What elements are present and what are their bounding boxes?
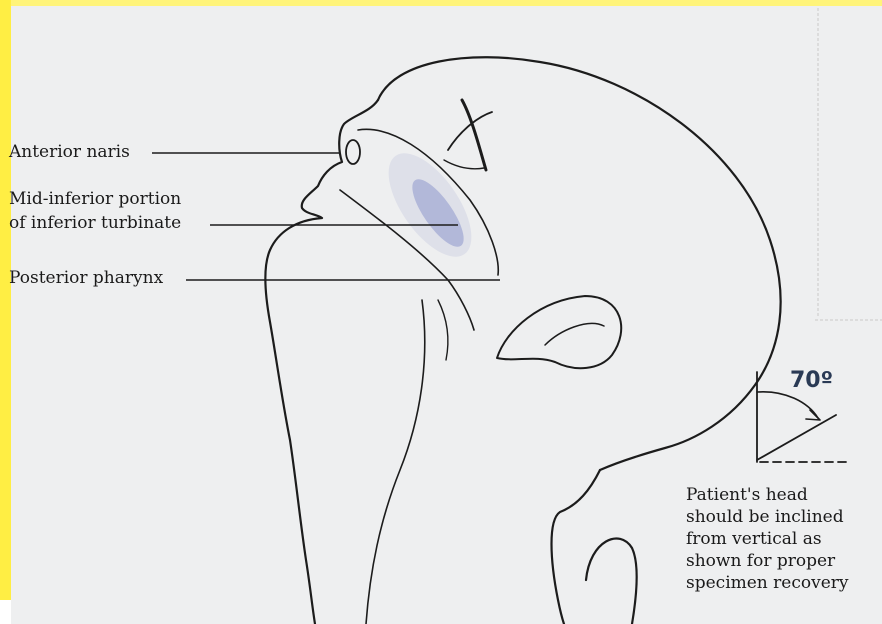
caption-line: Patient's head xyxy=(686,484,882,506)
nostril-outline xyxy=(346,140,360,164)
neck-back xyxy=(552,470,601,624)
eye-lid xyxy=(444,160,484,169)
head-outline xyxy=(378,57,781,470)
ear-inner xyxy=(545,323,604,345)
face-profile xyxy=(265,100,378,624)
eyebrow xyxy=(462,100,486,170)
label-posterior-pharynx: Posterior pharynx xyxy=(9,268,163,288)
caption-line: from vertical as xyxy=(686,528,882,550)
label-mid-inferior-line1: Mid-inferior portion xyxy=(9,189,181,209)
shoulder-shape xyxy=(586,538,637,624)
label-anterior-naris: Anterior naris xyxy=(9,142,130,162)
angle-arc xyxy=(757,392,818,418)
angle-label: 70º xyxy=(790,368,833,393)
caption-line: should be inclined xyxy=(686,506,882,528)
turbinate-halo xyxy=(373,140,488,270)
label-mid-inferior-line2: of inferior turbinate xyxy=(9,213,181,233)
caption-line: specimen recovery xyxy=(686,572,882,594)
instruction-caption: Patient's head should be inclined from v… xyxy=(686,484,882,594)
ear-outline xyxy=(497,296,621,368)
neck-front-inner xyxy=(366,300,425,624)
angle-inclined-line xyxy=(757,415,836,460)
pharynx-wall xyxy=(438,300,448,360)
caption-line: shown for proper xyxy=(686,550,882,572)
